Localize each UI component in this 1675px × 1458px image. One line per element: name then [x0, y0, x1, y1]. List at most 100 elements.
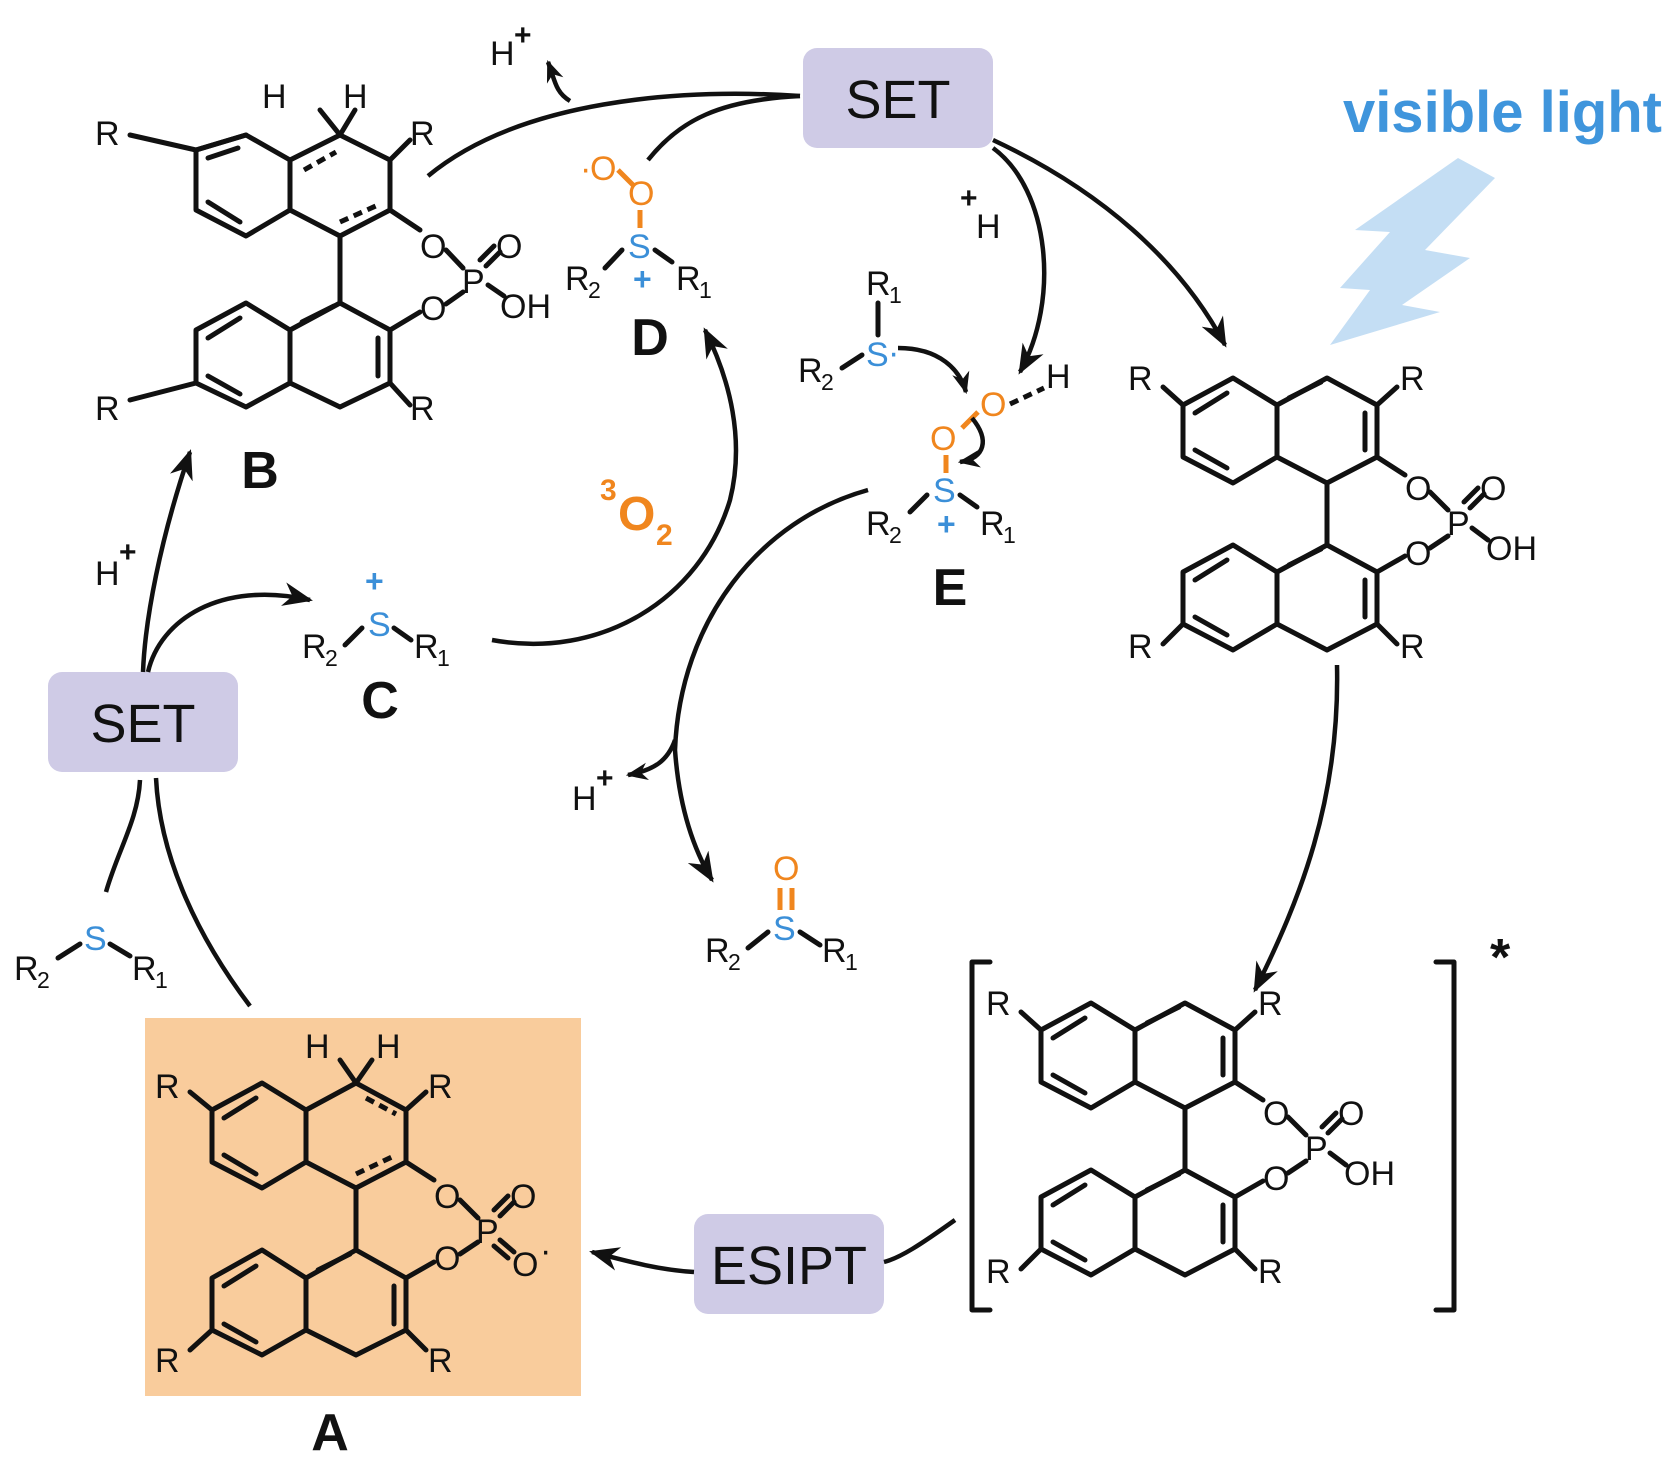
svg-text:2: 2	[588, 277, 601, 303]
svg-text:R: R	[1258, 1253, 1283, 1291]
svg-text:OH: OH	[500, 288, 551, 326]
compound-e-structure: O H O S R 2 R 1 +	[866, 358, 1071, 548]
sulfide-substrate: S R 2 R 1	[14, 920, 168, 993]
svg-text:OH: OH	[1486, 530, 1537, 568]
svg-text:1: 1	[155, 967, 168, 993]
svg-text:O: O	[420, 290, 446, 328]
svg-text:O: O	[434, 1240, 460, 1278]
svg-text:R: R	[410, 390, 435, 428]
svg-text:O: O	[496, 228, 522, 266]
esipt-label: ESIPT	[711, 1236, 867, 1296]
set-box-left	[48, 672, 238, 772]
svg-text:2: 2	[656, 519, 673, 552]
svg-text:+: +	[633, 261, 652, 297]
compound-e-label: E	[933, 559, 968, 617]
svg-text:H: H	[343, 78, 368, 116]
svg-text:S: S	[368, 606, 391, 644]
svg-text:R: R	[565, 260, 590, 298]
svg-text:S: S	[773, 910, 796, 948]
svg-text:H: H	[572, 780, 597, 818]
compound-b-label: B	[241, 442, 279, 500]
compound-a-label: A	[311, 1404, 349, 1458]
svg-text:R: R	[705, 932, 730, 970]
compound-d-structure: · O O S R 2 R 1 +	[565, 150, 712, 303]
svg-text:R: R	[428, 1342, 453, 1380]
svg-text:R: R	[1400, 628, 1425, 666]
triplet-oxygen-label: 3 O 2	[600, 474, 673, 552]
lightning-bolt-icon	[1330, 158, 1495, 345]
svg-text:R: R	[414, 628, 439, 666]
svg-text:P: P	[1305, 1130, 1328, 1168]
svg-text:R: R	[1128, 360, 1153, 398]
svg-text:P: P	[1447, 505, 1470, 543]
svg-text:+: +	[365, 563, 384, 599]
svg-text:P: P	[476, 1213, 499, 1251]
svg-text:R: R	[410, 115, 435, 153]
catalyst-ground-state: R R R R O O P O OH	[1128, 360, 1537, 666]
svg-text:S: S	[866, 336, 889, 374]
svg-text:O: O	[1480, 470, 1506, 508]
svg-text:R: R	[155, 1342, 180, 1380]
svg-text:O: O	[512, 1246, 538, 1284]
reaction-arrows	[103, 59, 1340, 1275]
esipt-box	[694, 1214, 884, 1314]
svg-text:+: +	[937, 506, 956, 542]
svg-text:1: 1	[845, 949, 858, 975]
catalyst-excited-state: * R R R R O O P O OH	[969, 929, 1511, 1313]
svg-text:R: R	[986, 1253, 1011, 1291]
visible-light-label: visible light	[1343, 80, 1662, 145]
svg-text:R: R	[986, 985, 1011, 1023]
svg-text:R: R	[980, 505, 1005, 543]
set-label-top: SET	[845, 70, 950, 130]
compound-b-structure: H H R R R R O O P O OH	[95, 78, 551, 428]
compound-a-structure: H H R R R R O O P O O ·	[155, 1028, 551, 1380]
svg-text:R: R	[798, 352, 823, 390]
svg-text:O: O	[1263, 1095, 1289, 1133]
svg-text:O: O	[980, 386, 1006, 424]
svg-text:1: 1	[437, 645, 450, 671]
svg-text:·: ·	[540, 1232, 551, 1270]
svg-text:*: *	[1490, 929, 1511, 987]
svg-text:O: O	[618, 488, 655, 541]
svg-text:+: +	[960, 182, 978, 215]
svg-text:1: 1	[889, 282, 902, 308]
svg-text:O: O	[1405, 470, 1431, 508]
svg-text:O: O	[590, 150, 616, 188]
compound-c-structure: + S R 2 R 1	[302, 563, 450, 671]
svg-text:H: H	[95, 555, 120, 593]
svg-text:·: ·	[580, 150, 591, 188]
svg-text:2: 2	[37, 967, 50, 993]
compound-d-label: D	[631, 309, 669, 367]
svg-text:R: R	[155, 1068, 180, 1106]
svg-text:H: H	[976, 208, 1001, 246]
svg-text:O: O	[434, 1178, 460, 1216]
svg-text:R: R	[95, 115, 120, 153]
sulfide-nucleophile: R 1 S · R 2	[798, 265, 902, 395]
svg-text:R: R	[822, 932, 847, 970]
svg-text:P: P	[462, 263, 485, 301]
svg-text:1: 1	[1003, 522, 1016, 548]
svg-text:+: +	[119, 536, 137, 569]
svg-text:O: O	[1263, 1160, 1289, 1198]
svg-text:O: O	[930, 420, 956, 458]
svg-text:+: +	[596, 762, 614, 795]
svg-text:O: O	[628, 175, 654, 213]
svg-text:H: H	[262, 78, 287, 116]
svg-text:R: R	[866, 505, 891, 543]
svg-text:O: O	[1405, 535, 1431, 573]
svg-text:O: O	[420, 228, 446, 266]
set-box-top	[803, 48, 993, 148]
svg-text:R: R	[132, 950, 157, 988]
svg-text:R: R	[1128, 628, 1153, 666]
svg-text:R: R	[1400, 360, 1425, 398]
svg-text:R: R	[428, 1068, 453, 1106]
svg-text:H: H	[1046, 358, 1071, 396]
svg-text:R: R	[302, 628, 327, 666]
set-label-left: SET	[90, 694, 195, 754]
svg-text:3: 3	[600, 474, 617, 507]
svg-text:S: S	[628, 228, 651, 266]
svg-text:·: ·	[888, 334, 899, 372]
compound-c-label: C	[361, 672, 399, 730]
svg-text:H: H	[376, 1028, 401, 1066]
